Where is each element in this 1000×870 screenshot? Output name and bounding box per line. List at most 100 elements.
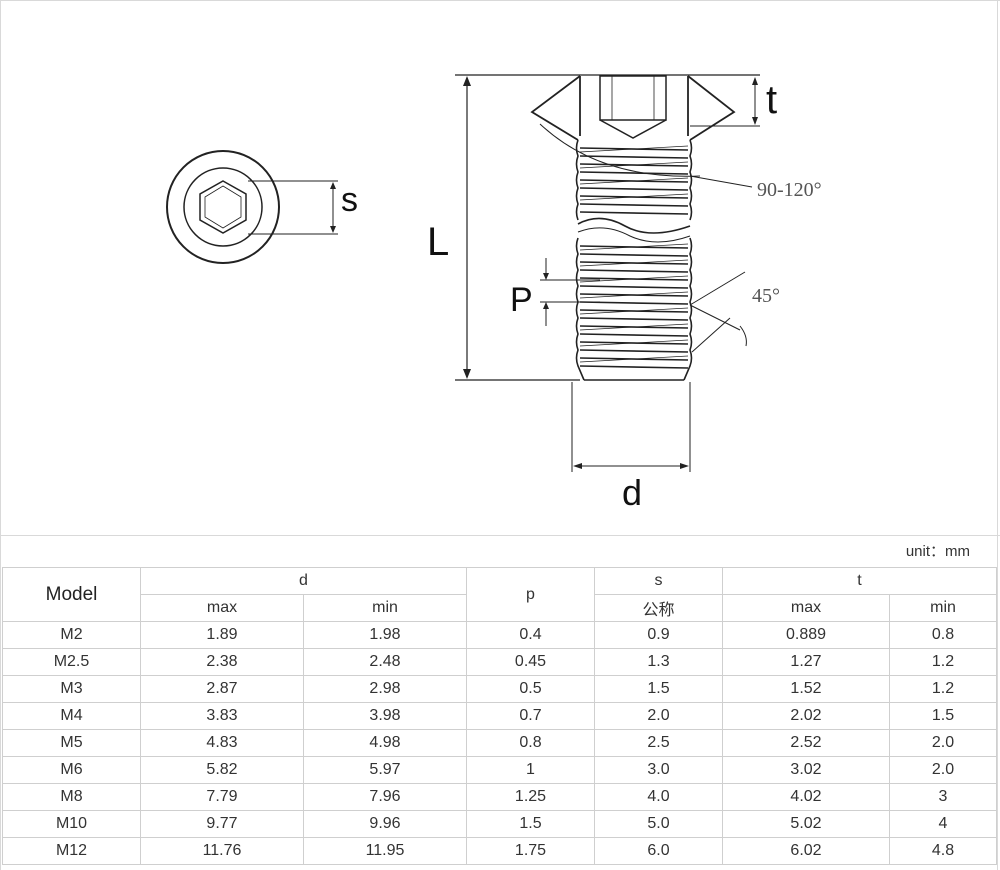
cell-s-nominal: 1.5 [594,675,723,703]
cell-t-max: 2.52 [722,729,890,757]
header-t: t [721,567,998,595]
cell-d-min: 9.96 [303,810,467,838]
cell-t-max: 1.27 [722,648,890,676]
cell-model: M2.5 [2,648,141,676]
cell-d-max: 1.89 [140,621,304,649]
cell-s-nominal: 5.0 [594,810,723,838]
label-s: s [341,181,358,219]
break-line [577,217,691,234]
left-border [0,0,1,870]
unit-note: unit：mm [905,543,970,560]
thread-angle-arc [739,325,747,347]
hex-socket [199,180,247,234]
hex-socket-inner [204,185,242,229]
cell-d-min: 4.98 [303,729,467,757]
cell-d-min: 1.98 [303,621,467,649]
cell-t-min: 1.2 [888,648,998,676]
t-arrow-top [752,77,758,85]
s-arrow-bottom [330,226,336,233]
cone-angle-leader [689,175,753,188]
thread-lower [575,237,693,381]
side-view [455,74,760,472]
header-d-max: max [140,594,304,622]
cell-model: M3 [2,675,141,703]
thread-angle-line-3 [691,317,731,353]
cell-model: M8 [2,783,141,811]
cell-p: 0.7 [466,702,595,730]
cell-t-max: 1.52 [722,675,890,703]
cone-angle-arc [539,123,701,177]
top-border [0,0,1000,1]
cell-p: 0.45 [466,648,595,676]
header-t-max: max [722,594,890,622]
cell-s-nominal: 2.0 [594,702,723,730]
socket-cone-bottom [599,119,667,139]
header-s: s [594,567,723,595]
cell-t-max: 4.02 [722,783,890,811]
cell-t-max: 0.889 [722,621,890,649]
cell-d-min: 2.48 [303,648,467,676]
s-arrow-top [330,182,336,189]
cell-p: 1 [466,756,595,784]
cell-model: M4 [2,702,141,730]
cell-d-max: 2.38 [140,648,304,676]
header-p: p [466,567,595,622]
cell-model: M5 [2,729,141,757]
cell-t-min: 2.0 [888,729,998,757]
cell-d-max: 11.76 [140,837,304,865]
end-view-outer-circle [166,150,280,264]
cell-model: M2 [2,621,141,649]
cell-model: M10 [2,810,141,838]
cell-s-nominal: 1.3 [594,648,723,676]
thread-angle-line-2 [689,304,741,331]
cell-p: 0.5 [466,675,595,703]
cell-d-max: 9.77 [140,810,304,838]
label-d: d [622,472,642,513]
header-model: Model [2,567,141,622]
t-arrow-bottom [752,117,758,125]
drawing-divider [0,535,1000,536]
thread-angle-line [689,271,746,306]
cell-t-min: 0.8 [888,621,998,649]
right-border [997,0,998,870]
head-chamfer-left [530,75,581,141]
cell-p: 1.75 [466,837,595,865]
cell-t-min: 4.8 [888,837,998,865]
header-d: d [140,567,467,595]
L-arrow-bottom [463,369,471,379]
cell-s-nominal: 3.0 [594,756,723,784]
P-arrow-top [543,273,549,280]
cell-t-min: 1.5 [888,702,998,730]
cell-t-min: 2.0 [888,756,998,784]
cell-t-max: 6.02 [722,837,890,865]
cell-d-min: 7.96 [303,783,467,811]
cell-p: 0.8 [466,729,595,757]
cell-d-min: 5.97 [303,756,467,784]
header-s-nominal: 公称 [594,594,723,622]
head-chamfer-right [687,75,736,141]
cell-d-max: 5.82 [140,756,304,784]
socket-bore [599,75,667,121]
label-thread-angle: 45° [752,285,780,307]
cell-d-max: 3.83 [140,702,304,730]
break-line-2 [577,227,691,243]
cell-s-nominal: 6.0 [594,837,723,865]
cell-t-max: 3.02 [722,756,890,784]
label-t: t [766,78,777,122]
cell-d-max: 4.83 [140,729,304,757]
cell-d-min: 2.98 [303,675,467,703]
cell-model: M12 [2,837,141,865]
cell-d-max: 7.79 [140,783,304,811]
end-view [166,150,338,264]
cell-p: 0.4 [466,621,595,649]
cell-d-min: 3.98 [303,702,467,730]
